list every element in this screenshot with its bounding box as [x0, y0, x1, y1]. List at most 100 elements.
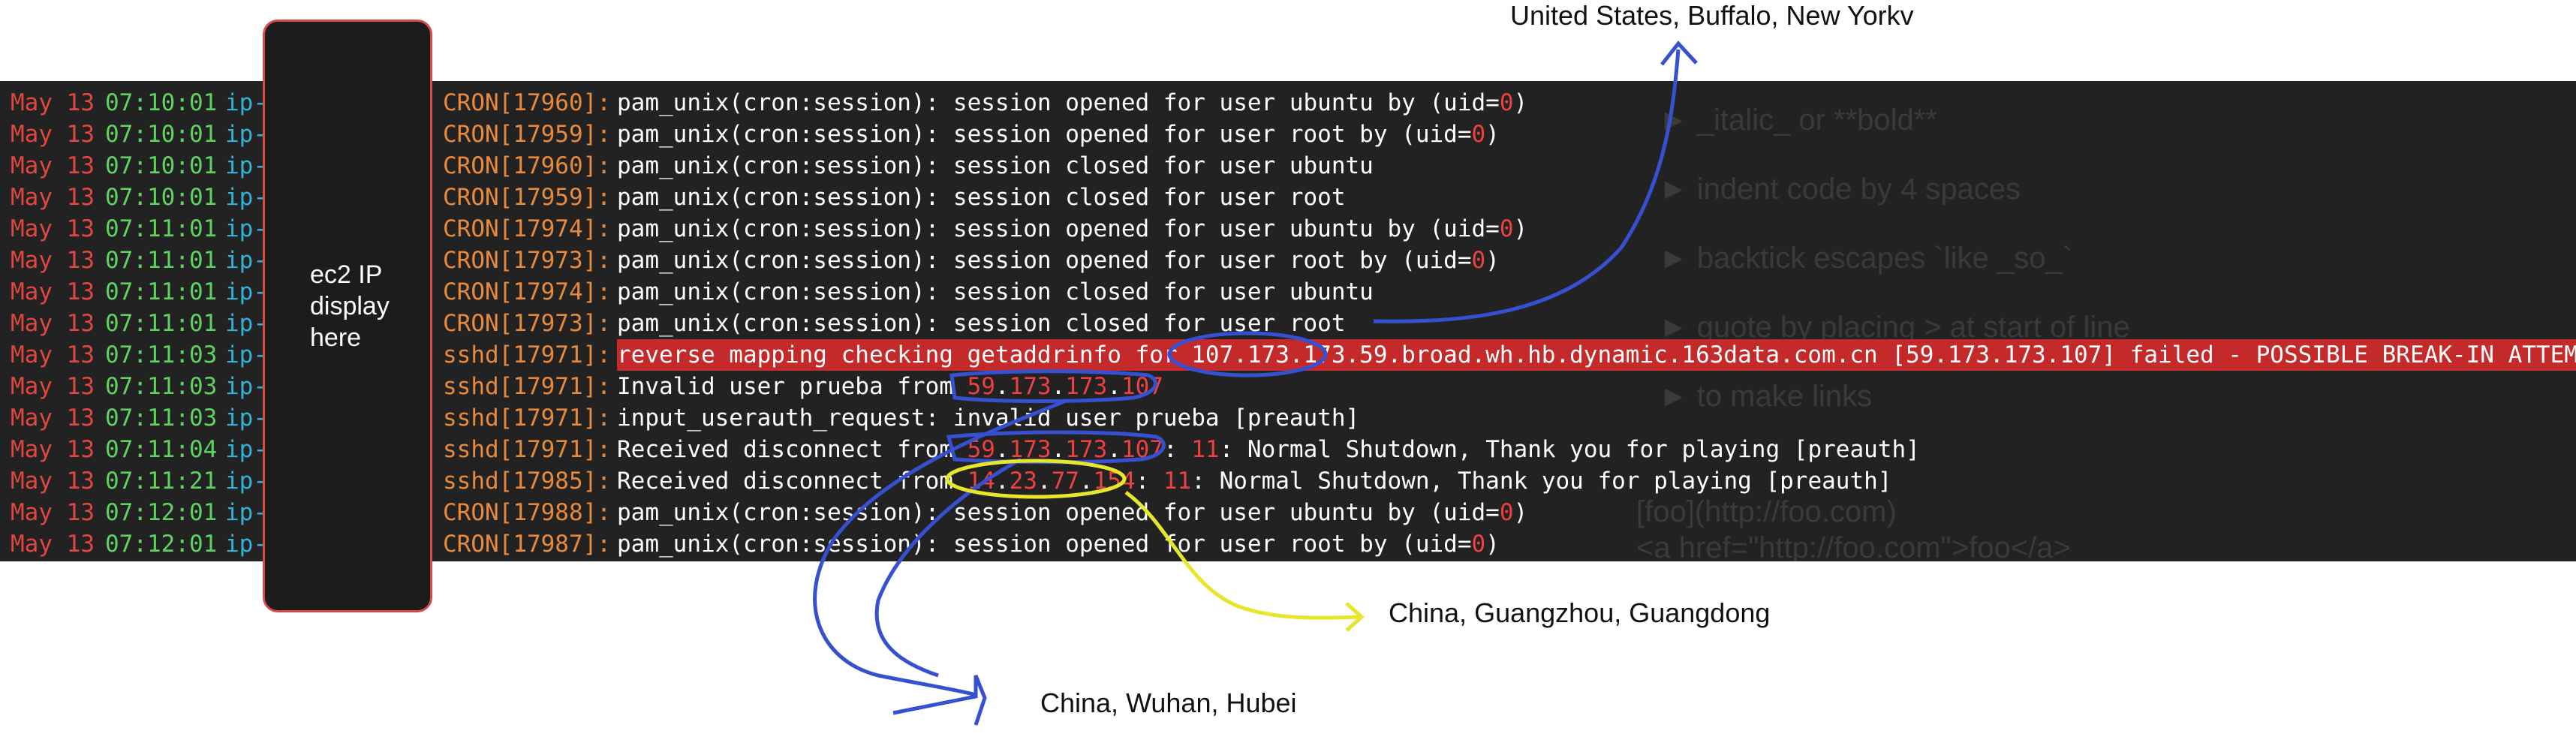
- help-item: ► to make links: [1659, 380, 1873, 413]
- log-host: ip-: [225, 468, 267, 495]
- log-time: 07:11:03: [105, 341, 218, 369]
- wuhan-arrow-shaft: [813, 399, 1067, 697]
- log-text: ): [1485, 531, 1500, 558]
- log-process: CRON[17960]:: [443, 152, 611, 179]
- annotation-buffalo: United States, Buffalo, New Yorkv: [1510, 0, 1914, 31]
- buffalo-arrow-head: [1660, 41, 1698, 66]
- log-text: pam_unix(cron:session): session opened f…: [617, 499, 1500, 526]
- log-date: May 13: [11, 499, 95, 526]
- log-time: 07:11:03: [105, 373, 218, 400]
- log-process: CRON[17988]:: [443, 499, 611, 526]
- log-text: Invalid user prueba from: [617, 373, 968, 400]
- log-text: pam_unix(cron:session): session opened f…: [617, 531, 1472, 558]
- annotation-guangzhou: China, Guangzhou, Guangdong: [1389, 597, 1771, 628]
- log-process: sshd[17971]:: [443, 436, 611, 463]
- log-process: CRON[17959]:: [443, 121, 611, 148]
- log-text: pam_unix(cron:session): session closed f…: [617, 152, 1374, 179]
- log-number: 173: [1065, 373, 1108, 400]
- log-date: May 13: [11, 247, 95, 274]
- help-item: ► backtick escapes `like _so_`: [1659, 242, 2072, 275]
- log-host: ip-: [225, 184, 267, 211]
- log-time: 07:11:21: [105, 468, 218, 495]
- log-number: 0: [1471, 531, 1486, 558]
- log-number: 59: [967, 373, 995, 400]
- redaction-label: here: [310, 323, 362, 352]
- log-host: ip-: [225, 405, 267, 432]
- log-message: pam_unix(cron:session): session closed f…: [617, 182, 1346, 213]
- log-process: CRON[17959]:: [443, 184, 611, 211]
- ip-redaction-box: ec2 IP display here: [263, 20, 432, 612]
- log-host: ip-: [225, 278, 267, 305]
- log-message: pam_unix(cron:session): session closed f…: [617, 308, 1346, 339]
- help-item: ► indent code by 4 spaces: [1659, 173, 2021, 206]
- annotation-wuhan: China, Wuhan, Hubei: [1040, 687, 1297, 718]
- log-text: .: [1051, 373, 1066, 400]
- log-message: pam_unix(cron:session): session closed f…: [617, 150, 1374, 182]
- log-date: May 13: [11, 89, 95, 116]
- log-process: CRON[17974]:: [443, 278, 611, 305]
- log-text: .: [1107, 436, 1121, 463]
- help-item: <a href="http://foo.com">foo</a>: [1636, 531, 2071, 561]
- log-text: ): [1485, 121, 1500, 148]
- log-number: 0: [1471, 247, 1486, 274]
- log-number: 23: [1009, 468, 1037, 495]
- log-text: ): [1513, 499, 1528, 526]
- log-host: ip-: [225, 89, 267, 116]
- log-message: pam_unix(cron:session): session opened f…: [617, 213, 1527, 245]
- log-time: 07:11:01: [105, 215, 218, 242]
- log-number: 0: [1499, 89, 1514, 116]
- log-time: 07:11:01: [105, 278, 218, 305]
- log-number: 0: [1499, 215, 1514, 242]
- log-message: Received disconnect from 14.23.77.154: 1…: [617, 465, 1891, 497]
- log-message: input_userauth_request: invalid user pru…: [617, 402, 1359, 434]
- log-text: .: [995, 436, 1010, 463]
- log-message: reverse mapping checking getaddrinfo for…: [617, 339, 2576, 371]
- log-time: 07:12:01: [105, 531, 218, 558]
- log-time: 07:10:01: [105, 184, 218, 211]
- log-text: pam_unix(cron:session): session closed f…: [617, 278, 1374, 305]
- redaction-label: ec2 IP: [310, 260, 383, 289]
- log-text: : Normal Shutdown, Thank you for playing…: [1191, 468, 1892, 495]
- log-text: .: [1107, 373, 1121, 400]
- guangzhou-arrow-head: [1345, 602, 1365, 632]
- log-time: 07:10:01: [105, 121, 218, 148]
- log-text: input_userauth_request: invalid user pru…: [617, 405, 1360, 432]
- log-message: pam_unix(cron:session): session opened f…: [617, 245, 1500, 276]
- log-process: sshd[17971]:: [443, 373, 611, 400]
- wuhan-arrow-shaft-2: [874, 457, 1022, 678]
- log-date: May 13: [11, 373, 95, 400]
- buffalo-arrow-shaft: [1373, 49, 1681, 323]
- log-date: May 13: [11, 436, 95, 463]
- log-host: ip-: [225, 152, 267, 179]
- log-host: ip-: [225, 247, 267, 274]
- log-text: Received disconnect from: [617, 468, 968, 495]
- log-process: CRON[17987]:: [443, 531, 611, 558]
- log-message: pam_unix(cron:session): session opened f…: [617, 119, 1500, 150]
- log-process: sshd[17971]:: [443, 341, 611, 369]
- log-time: 07:11:03: [105, 405, 218, 432]
- log-process: sshd[17985]:: [443, 468, 611, 495]
- log-message: pam_unix(cron:session): session opened f…: [617, 87, 1527, 119]
- log-date: May 13: [11, 405, 95, 432]
- log-message: pam_unix(cron:session): session closed f…: [617, 276, 1374, 308]
- log-text: pam_unix(cron:session): session opened f…: [617, 89, 1500, 116]
- log-process: CRON[17973]:: [443, 247, 611, 274]
- guangzhou-arrow-shaft: [1124, 490, 1359, 620]
- log-time: 07:11:01: [105, 247, 218, 274]
- log-process: sshd[17971]:: [443, 405, 611, 432]
- redaction-label: display: [310, 292, 390, 320]
- log-text: pam_unix(cron:session): session closed f…: [617, 310, 1346, 337]
- help-item: ► quote by placing > at start of line: [1659, 311, 2130, 344]
- log-number: 11: [1191, 436, 1220, 463]
- log-date: May 13: [11, 121, 95, 148]
- log-text: .: [995, 373, 1010, 400]
- log-number: 77: [1051, 468, 1079, 495]
- log-date: May 13: [11, 468, 95, 495]
- log-number: 0: [1499, 499, 1514, 526]
- log-date: May 13: [11, 341, 95, 369]
- log-text: .: [1037, 468, 1052, 495]
- log-number: 173: [1065, 436, 1108, 463]
- log-number: 173: [1009, 373, 1052, 400]
- log-process: CRON[17960]:: [443, 89, 611, 116]
